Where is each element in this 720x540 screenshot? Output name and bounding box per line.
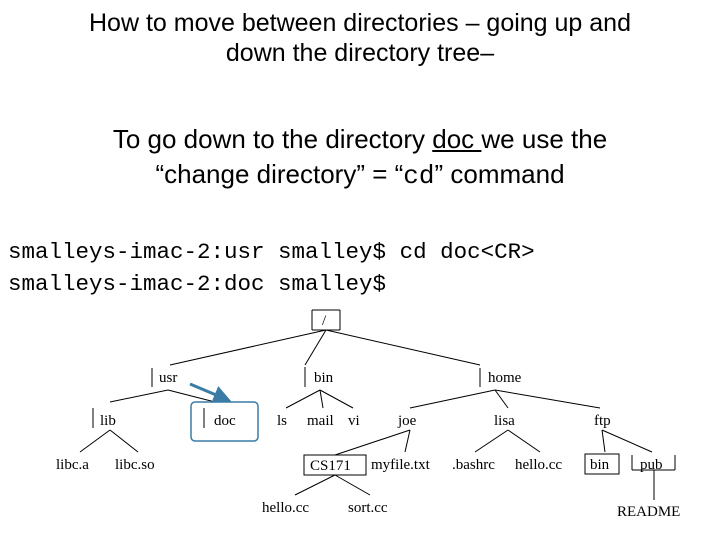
tree-ftp: ftp: [594, 413, 611, 429]
tree-joe: joe: [397, 413, 417, 429]
tree-lisa: lisa: [494, 413, 515, 429]
subtitle-line2-pre: “change directory” = “: [155, 159, 404, 189]
tree-usr: usr: [159, 370, 177, 386]
terminal-line-1: smalleys-imac-2:usr smalley$ cd doc<CR>: [8, 239, 535, 265]
subtitle-doc: doc: [432, 124, 482, 154]
tree-readme: README: [617, 504, 680, 520]
subtitle-pre: To go down to the directory: [112, 124, 433, 154]
subtitle-post: we use the: [481, 124, 608, 154]
tree-lib: lib: [100, 413, 116, 429]
subtitle-line-2: “change directory” = “cd” command: [0, 158, 720, 192]
tree-libc-a: libc.a: [56, 457, 89, 473]
tree-myfile: myfile.txt: [371, 457, 431, 473]
tree-pub: pub: [640, 457, 663, 473]
tree-vi: vi: [348, 413, 360, 429]
tree-lines: [79, 309, 676, 500]
tree-mail: mail: [307, 413, 334, 429]
tree-bin: bin: [314, 370, 334, 386]
tree-sort-cc: sort.cc: [348, 500, 388, 516]
tree-bashrc: .bashrc: [452, 457, 495, 473]
title-line-2: down the directory tree–: [225, 39, 495, 67]
tree-ftp-bin: bin: [590, 457, 610, 473]
doc-arrow-icon: [189, 382, 232, 403]
terminal-line-2: smalleys-imac-2:doc smalley$: [8, 271, 387, 297]
subtitle-cmd: cd: [403, 161, 435, 191]
tree-hello-cc: hello.cc: [262, 500, 309, 516]
tree-cs171: CS171: [310, 458, 351, 474]
tree-root: /: [322, 313, 327, 329]
tree-doc: doc: [214, 413, 236, 429]
subtitle-line-1: To go down to the directory doc we use t…: [0, 123, 720, 155]
tree-hello-cc-lisa: hello.cc: [515, 457, 562, 473]
tree-libc-so: libc.so: [115, 457, 155, 473]
tree-ls: ls: [277, 413, 287, 429]
tree-home: home: [488, 370, 522, 386]
subtitle-line2-post: ” command: [434, 159, 565, 189]
title-line-1: How to move between directories – going …: [89, 9, 631, 37]
